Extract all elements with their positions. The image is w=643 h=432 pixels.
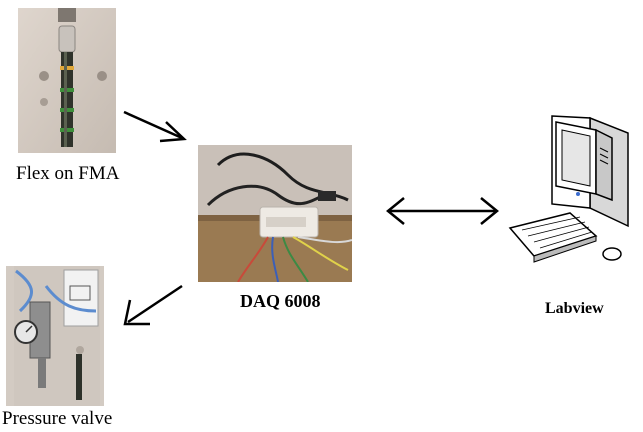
- computer-icon: [500, 108, 638, 286]
- pressure-valve-label: Pressure valve: [2, 408, 113, 429]
- arrow-flex-to-daq: [123, 110, 187, 143]
- daq-6008-photo: [198, 145, 352, 282]
- arrow-daq-to-valve: [123, 284, 183, 326]
- flex-on-fma-photo: [18, 8, 116, 153]
- daq-6008-label: DAQ 6008: [240, 291, 321, 311]
- labview-label: Labview: [545, 300, 604, 317]
- pressure-valve-photo: [6, 266, 104, 406]
- arrow-daq-labview-bidirectional: [386, 197, 499, 225]
- flex-on-fma-label: Flex on FMA: [16, 163, 120, 184]
